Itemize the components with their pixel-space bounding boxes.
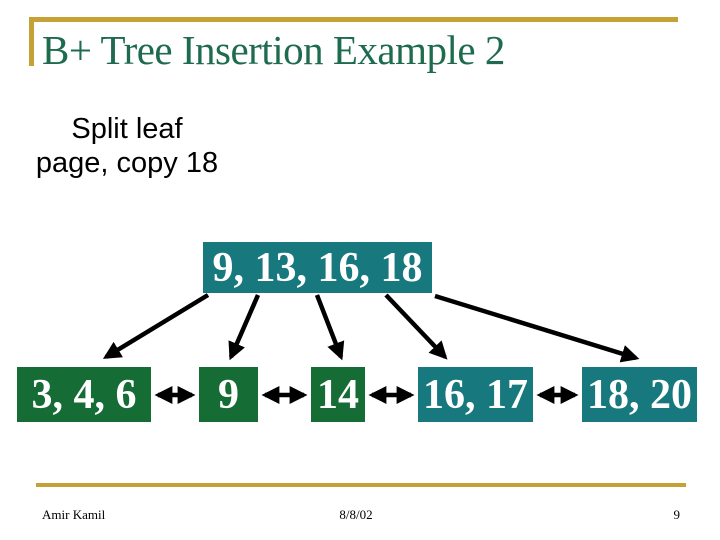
top-gold-rule xyxy=(30,17,678,22)
edge-root-to-leaf-2 xyxy=(228,294,261,361)
tree-leaf-node-1: 3, 4, 6 xyxy=(17,367,151,422)
footer-page-number: 9 xyxy=(673,507,681,522)
left-gold-rule xyxy=(29,17,34,66)
edge-root-to-leaf-4 xyxy=(384,293,448,360)
edge-root-to-leaf-5 xyxy=(434,293,640,363)
slide-subtitle: Split leaf page, copy 18 xyxy=(18,112,236,180)
subtitle-line-1: Split leaf xyxy=(71,113,183,145)
tree-root-node: 9, 13, 16, 18 xyxy=(203,242,432,293)
tree-leaf-node-3: 14 xyxy=(311,367,365,422)
subtitle-line-2: page, copy 18 xyxy=(35,147,219,179)
footer-author: Amir Kamil xyxy=(42,507,106,522)
tree-leaf-node-5: 18, 20 xyxy=(582,367,697,422)
tree-leaf-node-2: 9 xyxy=(199,367,258,422)
edge-root-to-leaf-1 xyxy=(102,293,210,359)
slide-title: B+ Tree Insertion Example 2 xyxy=(42,27,505,73)
tree-leaf-node-4: 16, 17 xyxy=(418,367,533,422)
edge-root-to-leaf-3 xyxy=(314,294,345,361)
footer-date: 8/8/02 xyxy=(339,507,373,522)
footer-gold-rule xyxy=(36,483,686,487)
